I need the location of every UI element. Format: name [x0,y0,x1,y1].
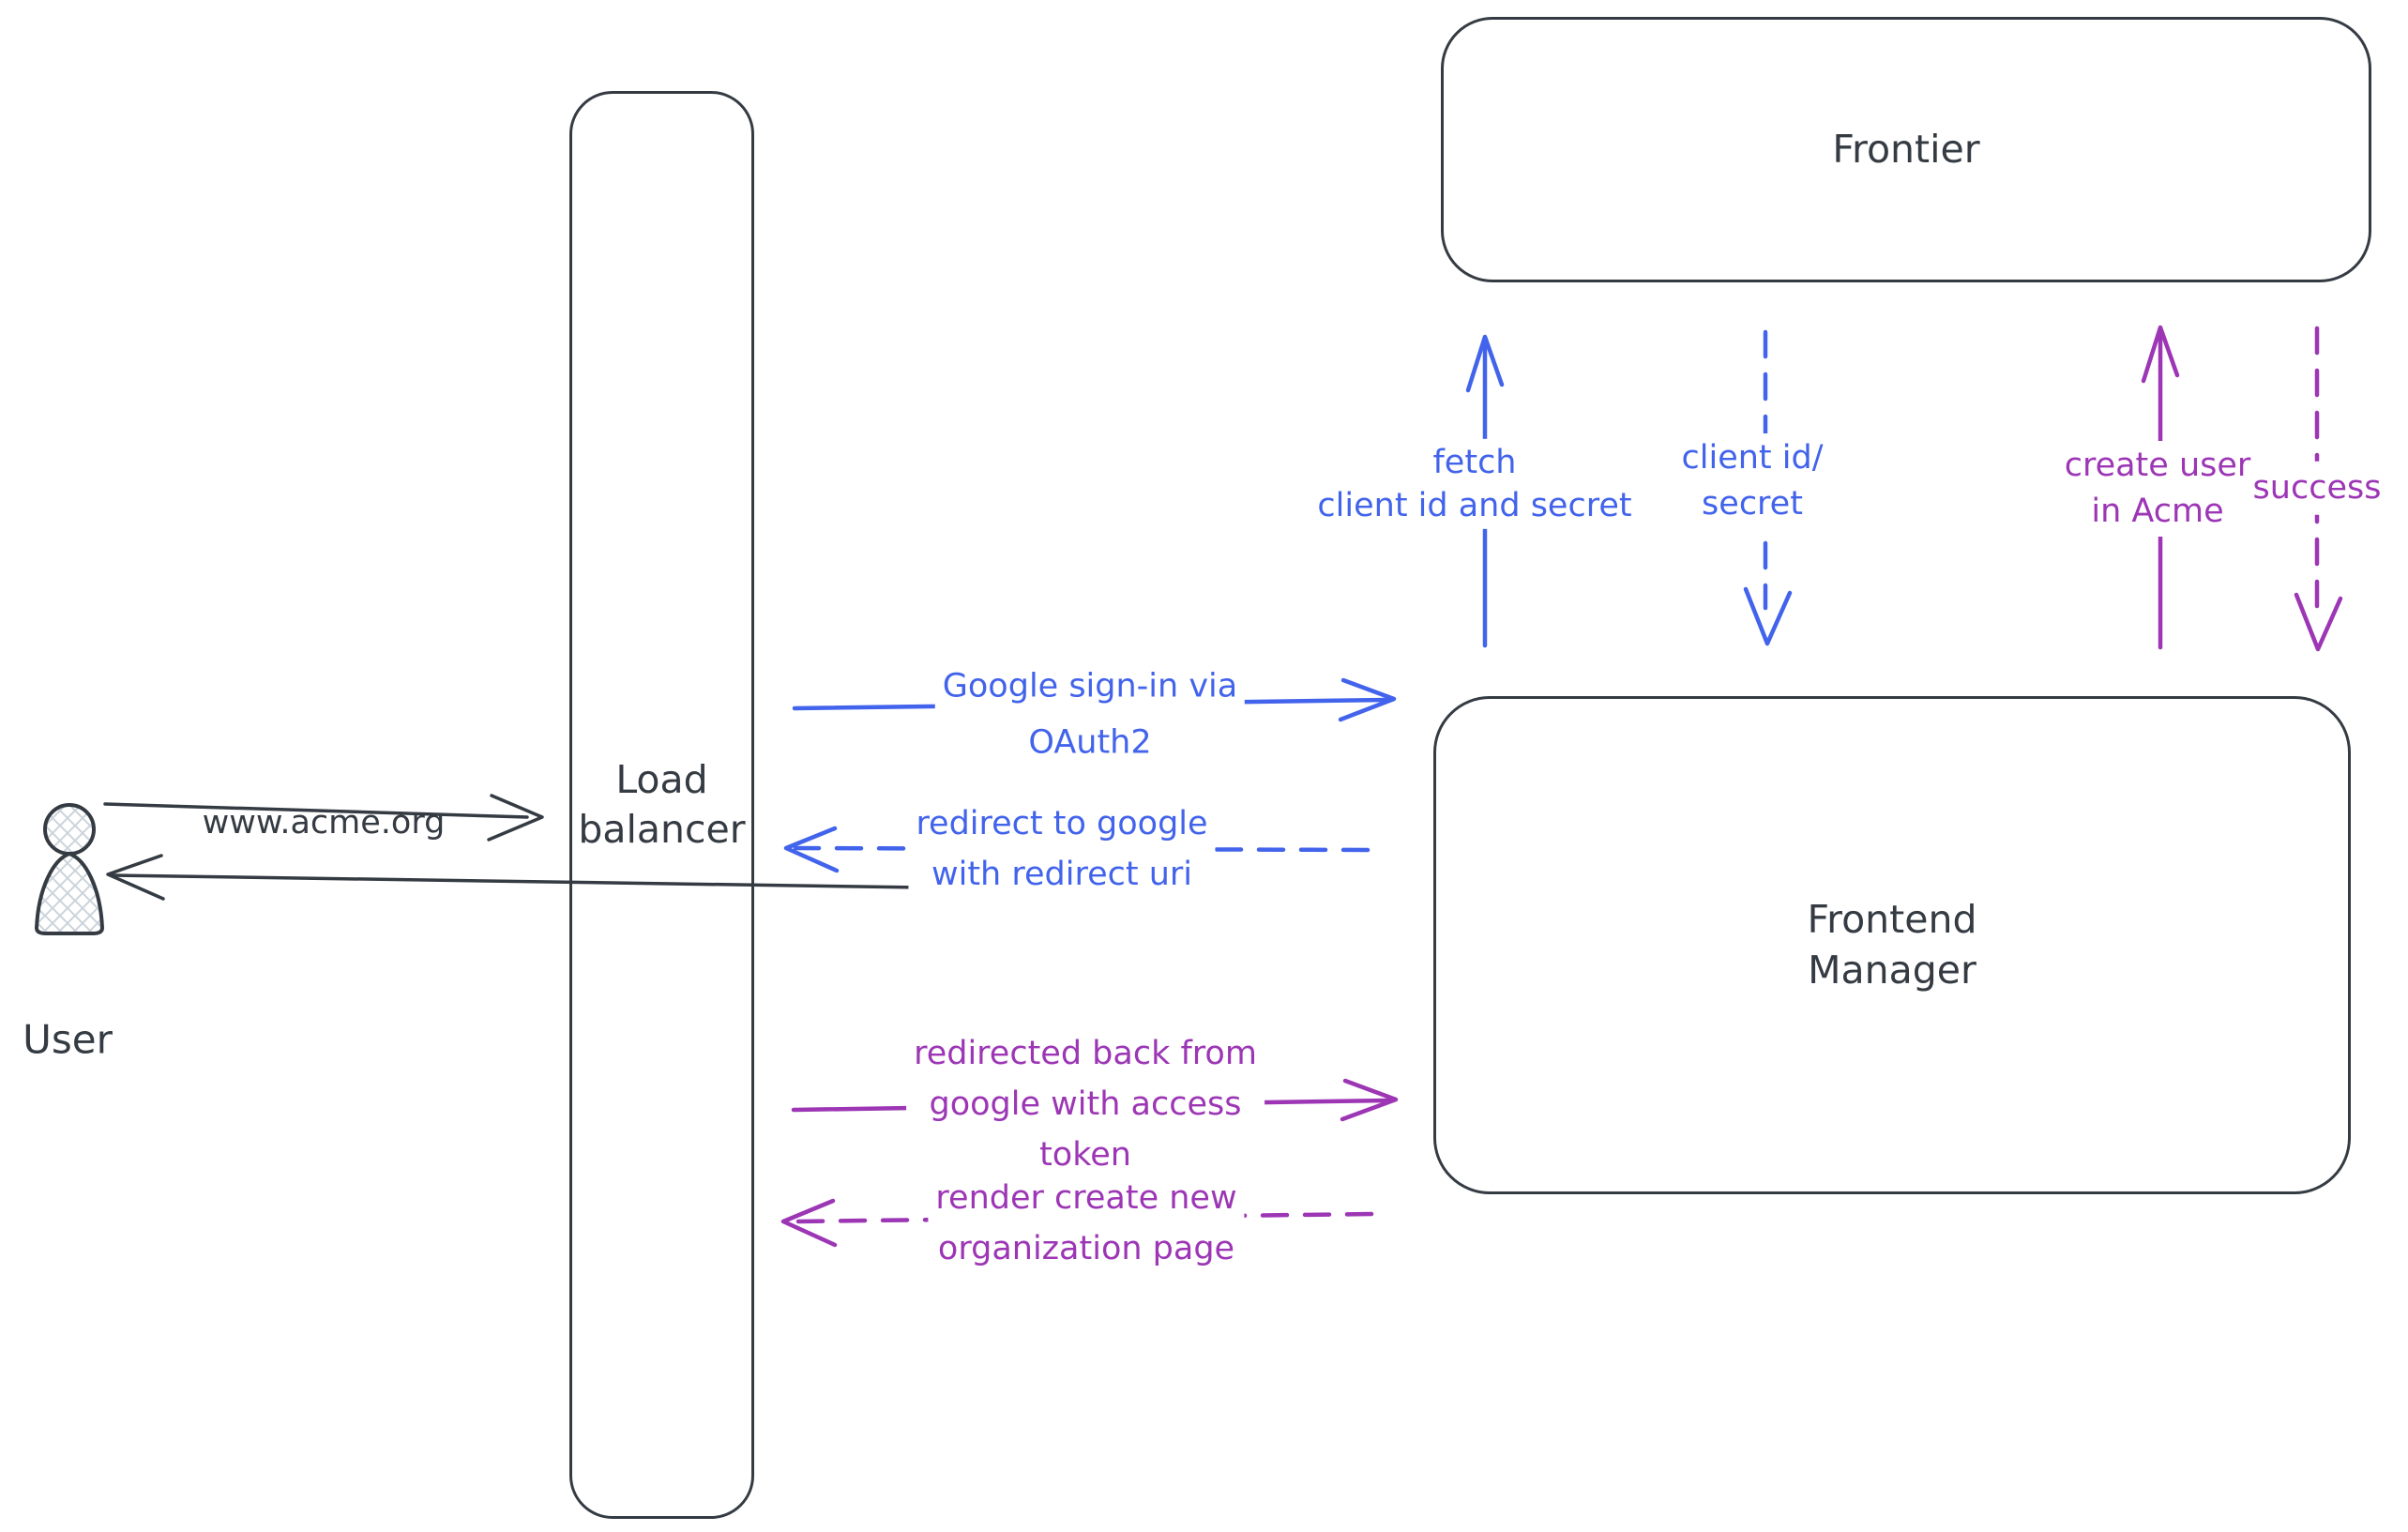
load-balancer-label-line1: Load [615,756,708,802]
edge-label-create-user: create user in Acme [2056,441,2259,537]
frontend-manager-box: Frontend Manager [1433,696,2351,1194]
user-icon [35,803,104,935]
frontend-manager-label-line2: Manager [1808,947,1976,993]
frontier-box: Frontier [1441,17,2371,282]
arrow-www-acme [103,794,544,842]
frontend-manager-label-line1: Frontend [1807,897,1977,943]
edge-label-google-signin: Google sign-in via OAuth2 [934,657,1246,773]
user-label: User [23,1016,113,1063]
edge-label-render-org-page: render create new organization page [928,1172,1245,1277]
frontier-label: Frontier [1832,126,1980,172]
load-balancer-label-line2: balancer [578,807,746,852]
edge-label-fetch-client-id: fetch client id and secret [1310,438,1640,530]
edge-label-www-acme: www.acme.org [202,803,446,842]
load-balancer-box: Load balancer [569,91,754,1519]
arrow-redirect-to-google [783,826,1371,873]
edge-label-redirected-back: redirected back from google with access … [906,1027,1265,1183]
edge-label-redirect-to-google: redirect to google with redirect uri [908,797,1216,903]
arrow-render-org-page [780,1198,1374,1248]
edge-label-client-id-secret: client id/ secret [1673,433,1831,529]
edge-label-success: success [2245,461,2389,515]
